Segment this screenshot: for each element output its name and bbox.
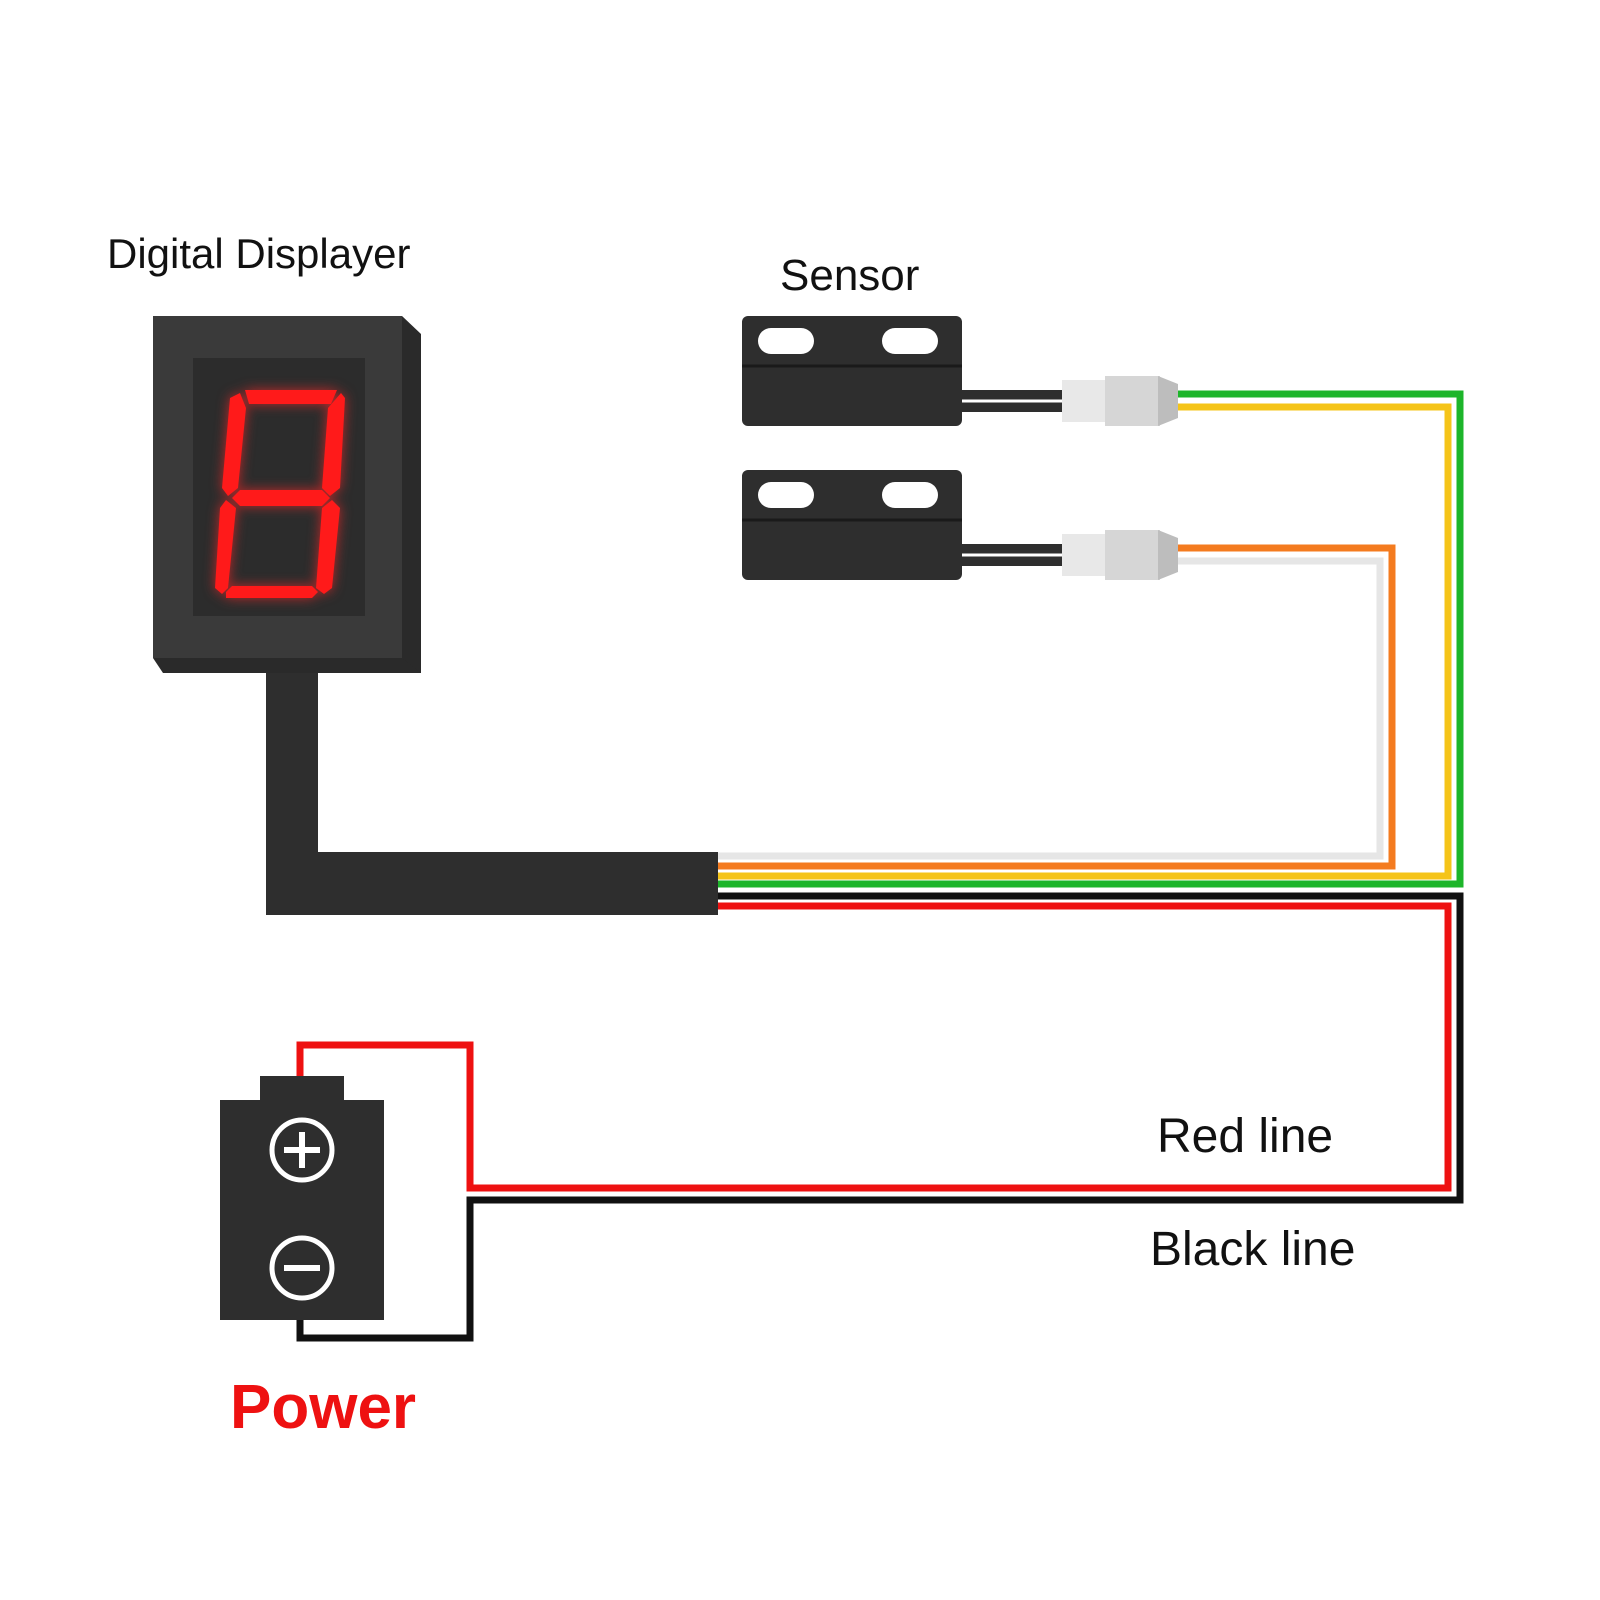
segment-d [226,586,318,598]
negative-terminal-icon [269,1235,335,1301]
sensor-label: Sensor [780,251,919,300]
sensor-2-connector-b [1105,530,1160,580]
power-label: Power [230,1373,416,1442]
sensor-1-connector-b [1105,376,1160,426]
segment-a [245,390,337,404]
white-wire [716,557,1384,860]
sensor-1-connector-tip [1158,376,1178,426]
display-side [402,316,421,673]
digital-displayer [153,316,718,915]
sensor-1-slot-left [758,328,814,354]
black-wire-main [296,892,1464,1342]
power-wires [296,892,1464,1342]
display-bottom [153,658,421,673]
sensor-2 [742,470,1178,580]
sensor-2-connector-a [1062,534,1107,576]
sensor-1-slot-right [882,328,938,354]
positive-terminal-icon [269,1117,335,1183]
sensor-wires [716,390,1464,888]
red-wire-main [296,902,1452,1192]
segment-c [316,500,340,594]
segment-b [322,393,345,496]
orange-wire [716,544,1396,870]
sensor-2-slot-right [882,482,938,508]
black-line-label: Black line [1150,1223,1355,1276]
segment-g [232,490,330,506]
sensor-1-connector-a [1062,380,1107,422]
display-cable [266,668,718,915]
display-label: Digital Displayer [107,230,410,277]
sensor-2-connector-tip [1158,530,1178,580]
sensor-1 [742,316,1178,426]
sensor-2-slot-left [758,482,814,508]
battery [220,1076,384,1320]
green-wire [716,390,1464,888]
red-line-label: Red line [1157,1110,1333,1163]
seven-segment-digit [215,390,345,598]
segment-e [215,500,236,594]
yellow-wire [716,403,1452,880]
segment-f [222,393,246,496]
